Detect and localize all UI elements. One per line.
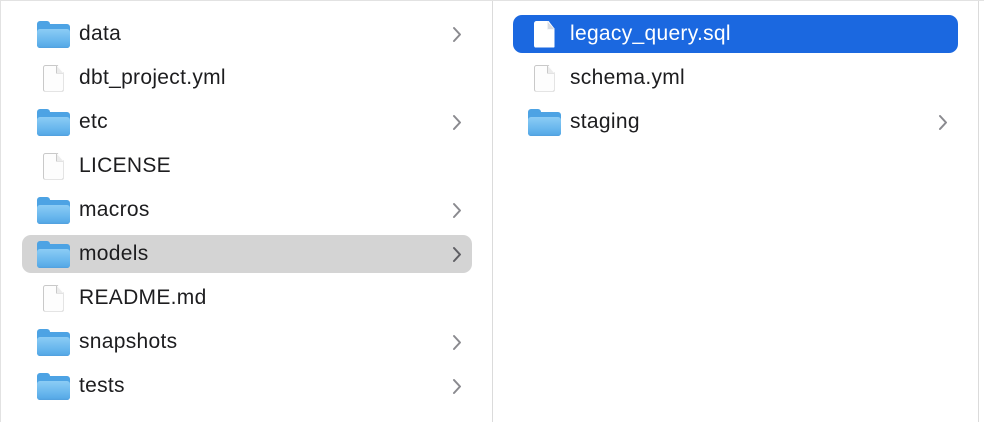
item-label: data xyxy=(79,22,122,45)
list-item-file[interactable]: schema.yml xyxy=(493,56,978,100)
item-label: etc xyxy=(79,110,108,133)
list-item-file[interactable]: legacy_query.sql xyxy=(493,12,978,56)
chevron-right-icon xyxy=(452,26,462,43)
item-label: LICENSE xyxy=(79,154,171,177)
item-label: legacy_query.sql xyxy=(570,22,731,45)
list-item-folder[interactable]: data xyxy=(2,12,492,56)
list-item-folder[interactable]: staging xyxy=(493,100,978,144)
item-label: macros xyxy=(79,198,150,221)
list-item-file[interactable]: dbt_project.yml xyxy=(2,56,492,100)
folder-icon xyxy=(36,328,70,356)
document-icon xyxy=(42,64,64,92)
folder-icon xyxy=(36,240,70,268)
document-icon xyxy=(533,64,555,92)
list-item-folder[interactable]: etc xyxy=(2,100,492,144)
list-item-folder[interactable]: macros xyxy=(2,188,492,232)
item-label: schema.yml xyxy=(570,66,686,89)
item-label: dbt_project.yml xyxy=(79,66,226,89)
list-item-file[interactable]: LICENSE xyxy=(2,144,492,188)
chevron-right-icon xyxy=(938,114,948,131)
document-icon xyxy=(42,152,64,180)
selection-highlight xyxy=(22,235,472,273)
list-item-folder[interactable]: snapshots xyxy=(2,320,492,364)
item-label: models xyxy=(79,242,149,265)
item-label: snapshots xyxy=(79,330,178,353)
selection-highlight xyxy=(513,15,958,53)
column-divider[interactable] xyxy=(978,1,979,422)
document-icon xyxy=(533,20,555,48)
folder-icon xyxy=(527,108,561,136)
chevron-right-icon xyxy=(452,334,462,351)
list-item-file[interactable]: README.md xyxy=(2,276,492,320)
list-item-folder[interactable]: models xyxy=(2,232,492,276)
column-project-root: data dbt_project.yml xyxy=(2,12,492,408)
item-label: README.md xyxy=(79,286,207,309)
folder-icon xyxy=(36,196,70,224)
document-icon xyxy=(42,284,64,312)
list-item-folder[interactable]: tests xyxy=(2,364,492,408)
folder-icon xyxy=(36,372,70,400)
column-models-contents: legacy_query.sql schema.yml xyxy=(493,12,978,144)
chevron-right-icon xyxy=(452,114,462,131)
chevron-right-icon xyxy=(452,378,462,395)
item-label: tests xyxy=(79,374,125,397)
chevron-right-icon xyxy=(452,202,462,219)
folder-icon xyxy=(36,20,70,48)
chevron-right-icon xyxy=(452,246,462,263)
item-label: staging xyxy=(570,110,640,133)
column-divider[interactable] xyxy=(492,1,493,422)
folder-icon xyxy=(36,108,70,136)
